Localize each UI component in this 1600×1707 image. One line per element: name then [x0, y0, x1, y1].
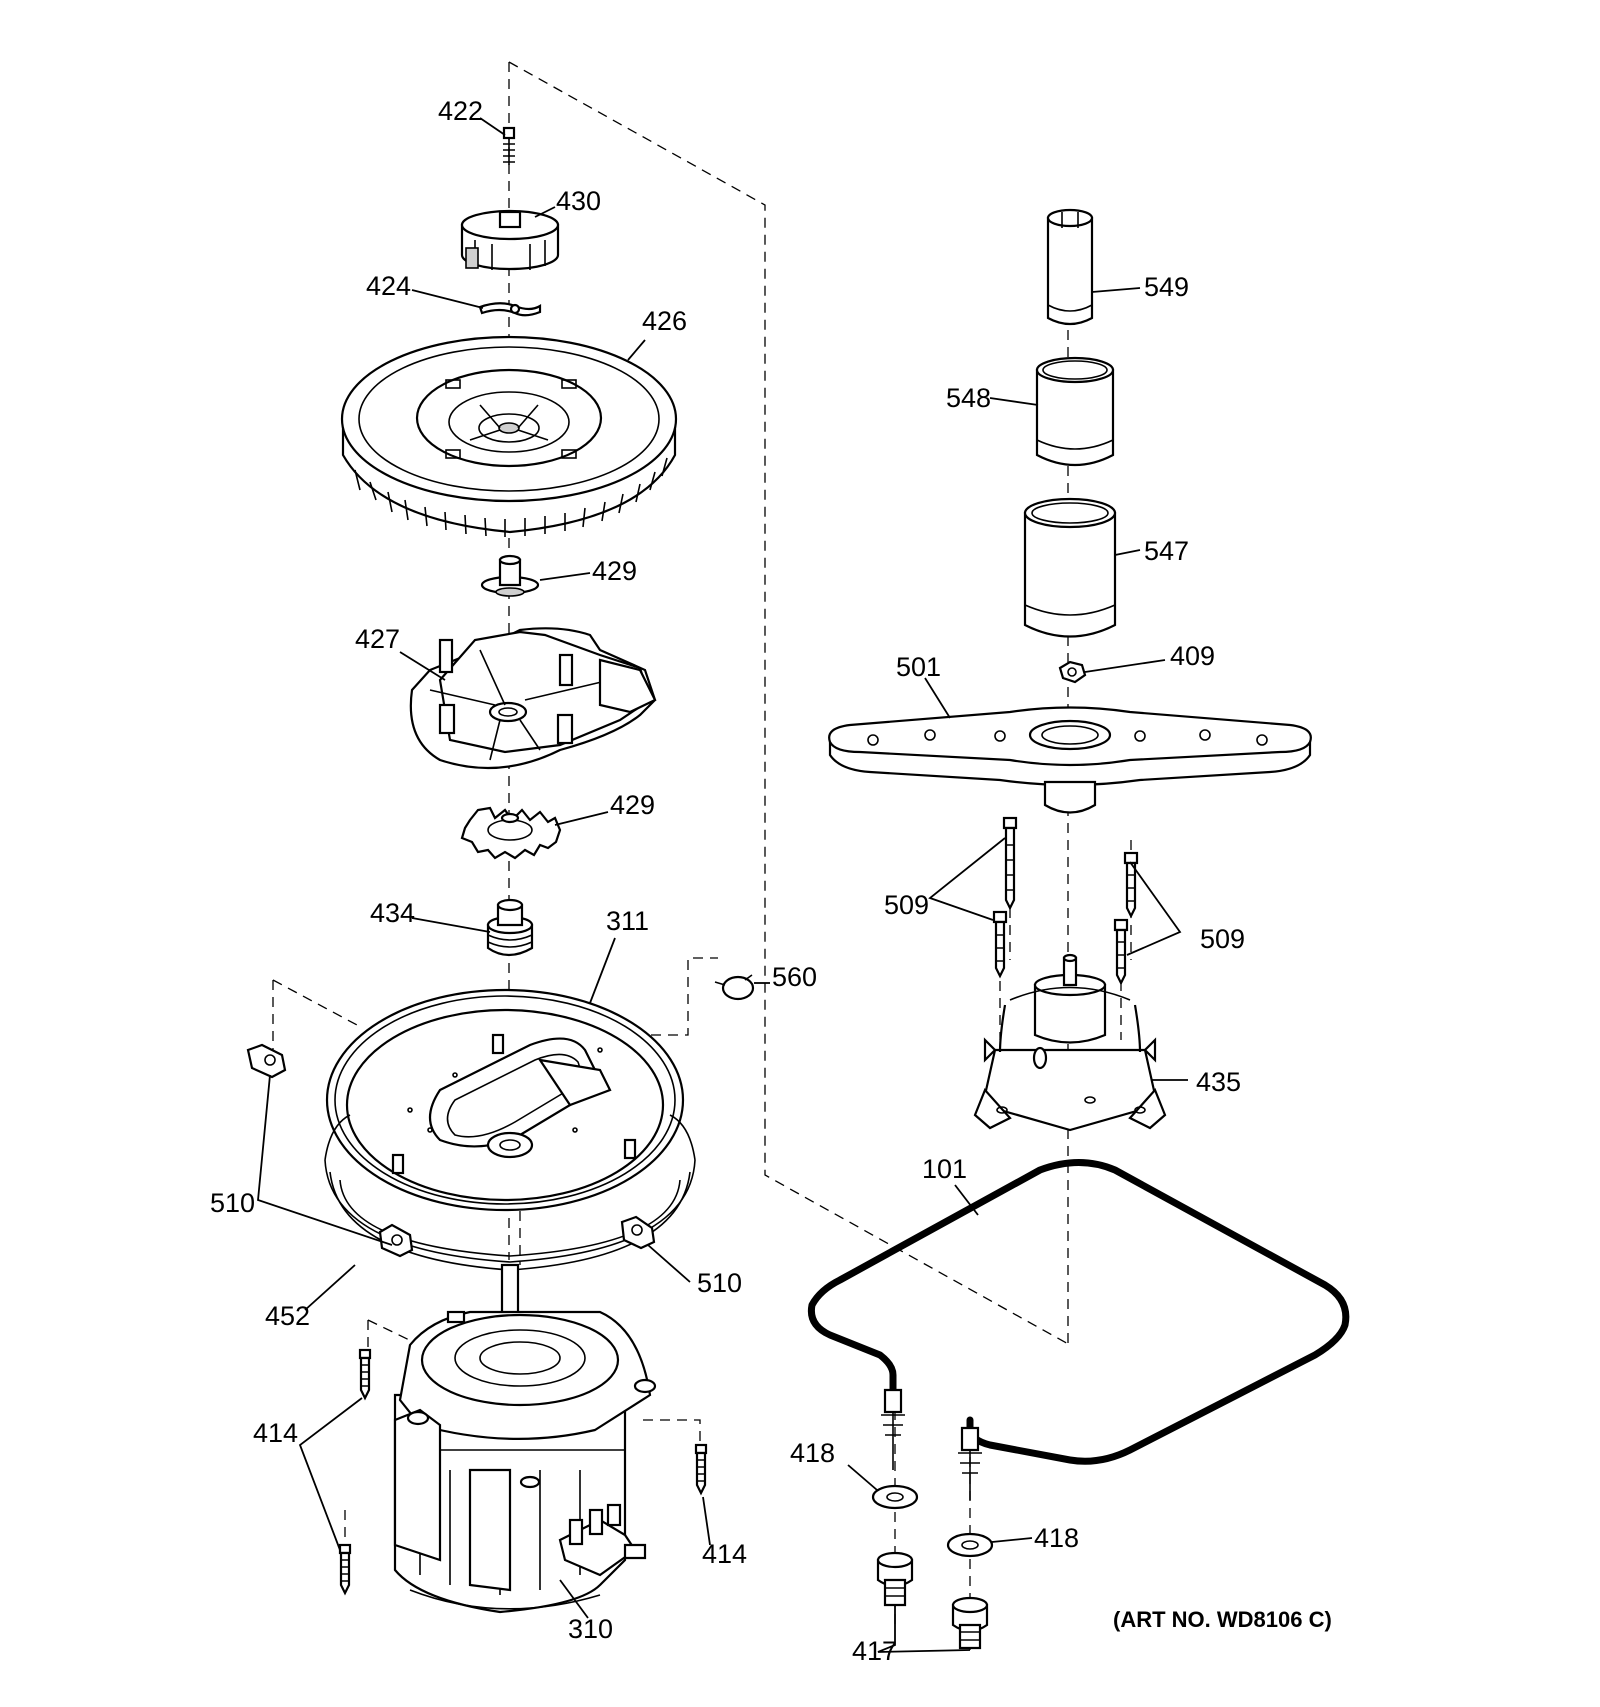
pump-housing-427-icon [409, 627, 657, 770]
callout-417: 417 [852, 1636, 897, 1666]
sump-311-icon [325, 988, 685, 1212]
tube-549-icon [1046, 208, 1094, 326]
screw-414-right-icon [694, 1443, 708, 1496]
screw-509-b-icon [992, 910, 1008, 979]
callout-549: 549 [1144, 272, 1189, 302]
callout-427: 427 [355, 624, 400, 654]
impeller-429-upper-icon [480, 554, 540, 597]
callout-452: 452 [265, 1301, 310, 1331]
callout-501: 501 [896, 652, 941, 682]
callout-426: 426 [642, 306, 687, 336]
art-number: (ART NO. WD8106 C) [1113, 1607, 1332, 1632]
clip-510-middle-icon [378, 1223, 414, 1258]
screw-509-a-icon [1002, 816, 1018, 911]
callout-429-lower: 429 [610, 790, 655, 820]
clip-510-right-icon [620, 1215, 656, 1250]
callout-429-upper: 429 [592, 556, 637, 586]
callout-510-right: 510 [697, 1268, 742, 1298]
heater-element-101-icon [807, 1159, 1350, 1500]
clip-510-left-icon [246, 1043, 287, 1079]
callout-430: 430 [556, 186, 601, 216]
callout-418-left: 418 [790, 1438, 835, 1468]
tube-547-icon [1023, 497, 1117, 638]
callout-560: 560 [772, 962, 817, 992]
callout-311: 311 [606, 906, 649, 936]
impeller-430-icon [460, 209, 560, 271]
nut-417-right-icon [951, 1596, 989, 1650]
callout-424: 424 [366, 271, 411, 301]
washer-418-right-icon [946, 1532, 994, 1558]
callout-422: 422 [438, 96, 483, 126]
callout-510-left: 510 [210, 1188, 255, 1218]
screw-414-upper-icon [358, 1348, 372, 1401]
hub-435-icon [973, 953, 1167, 1132]
callout-labels: 422 430 424 426 429 427 429 434 311 560 … [210, 96, 1332, 1666]
screw-422-icon [502, 126, 516, 165]
chopper-429-lower-icon [460, 806, 562, 860]
callout-435: 435 [1196, 1067, 1241, 1097]
clip-560-icon [714, 974, 755, 1001]
callout-547: 547 [1144, 536, 1189, 566]
wash-arm-501-icon [828, 706, 1312, 814]
seal-434-icon [486, 898, 534, 957]
callout-101: 101 [922, 1154, 967, 1184]
gear-wheel-426-icon [340, 335, 678, 537]
tube-548-icon [1035, 356, 1115, 467]
washer-418-left-icon [871, 1484, 919, 1510]
screw-509-d-icon [1113, 918, 1129, 986]
callout-409: 409 [1170, 641, 1215, 671]
leader-lines [257, 117, 1188, 1653]
callout-418-right: 418 [1034, 1523, 1079, 1553]
callout-310: 310 [568, 1614, 613, 1644]
screw-509-c-icon [1123, 851, 1139, 919]
motor-310-icon [393, 1263, 657, 1614]
callout-548: 548 [946, 383, 991, 413]
callout-414-left: 414 [253, 1418, 298, 1448]
callout-414-right: 414 [702, 1539, 747, 1569]
callout-509-right: 509 [1200, 924, 1245, 954]
callout-434: 434 [370, 898, 415, 928]
screw-414-lower-icon [338, 1543, 352, 1596]
nut-417-left-icon [876, 1551, 914, 1607]
callout-509-left: 509 [884, 890, 929, 920]
spring-clip-424-icon [478, 302, 542, 317]
nut-409-icon [1058, 660, 1087, 684]
